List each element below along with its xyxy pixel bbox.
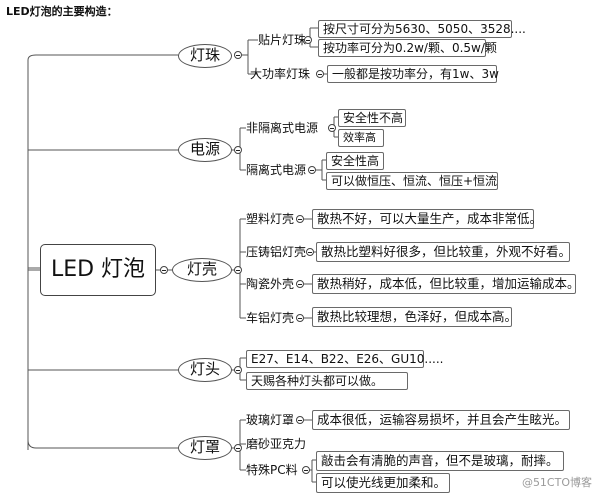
collapse-icon[interactable] [234, 366, 242, 374]
collapse-icon[interactable] [160, 266, 168, 274]
node-diecast[interactable]: 压铸铝灯壳 [246, 245, 307, 259]
branch-power[interactable]: 电源 [178, 138, 232, 162]
node-ceramic[interactable]: 陶瓷外壳 [246, 277, 295, 291]
collapse-icon[interactable] [306, 248, 314, 256]
cap-item-1: E27、E14、B22、E26、GU10..... [246, 350, 443, 368]
node-acrylic[interactable]: 磨砂亚克力 [246, 437, 307, 451]
nonisolated-item-2: 效率高 [338, 129, 384, 147]
collapse-icon[interactable] [234, 444, 242, 452]
diecast-item: 散热比塑料好很多，但比较重，外观不好看。 [316, 242, 571, 262]
collapse-icon[interactable] [234, 51, 242, 59]
branch-zhu[interactable]: 灯珠 [178, 44, 232, 68]
isolated-item-1: 安全性高 [326, 152, 384, 170]
high-power-item: 一般都是按功率分，有1w、3w [327, 65, 499, 83]
node-nonisolated[interactable]: 非隔离式电源 [246, 121, 319, 135]
watermark: @51CTO博客 [521, 476, 592, 489]
collapse-icon[interactable] [234, 146, 242, 154]
pc-item-1: 敲击会有清脆的声音，但不是玻璃，耐摔。 [316, 451, 564, 471]
branch-cap[interactable]: 灯头 [178, 358, 232, 382]
collapse-icon[interactable] [316, 70, 324, 78]
node-glass[interactable]: 玻璃灯罩 [246, 413, 295, 427]
collapse-icon[interactable] [304, 36, 312, 44]
node-isolated[interactable]: 隔离式电源 [246, 163, 307, 177]
node-high-power[interactable]: 大功率灯珠 [250, 67, 311, 81]
collapse-icon[interactable] [234, 266, 242, 274]
branch-cover[interactable]: 灯罩 [178, 436, 232, 460]
root-node[interactable]: LED 灯泡 [40, 244, 156, 296]
ceramic-item: 散热稍好，成本低，但比较重，增加运输成本。 [312, 274, 580, 294]
page-title: LED灯泡的主要构造： [6, 5, 118, 18]
collapse-icon[interactable] [296, 314, 304, 322]
node-cnc[interactable]: 车铝灯壳 [246, 311, 295, 325]
patch-item-1: 按尺寸可分为5630、5050、3528.... [318, 20, 526, 38]
collapse-icon[interactable] [328, 124, 336, 132]
collapse-icon[interactable] [296, 215, 304, 223]
node-plastic[interactable]: 塑料灯壳 [246, 212, 295, 226]
cap-item-2: 天赐各种灯头都可以做。 [246, 372, 408, 390]
glass-item: 成本很低，运输容易损坏，并且会产生眩光。 [312, 410, 570, 430]
branch-shell[interactable]: 灯壳 [172, 258, 232, 282]
patch-item-2: 按功率可分为0.2w/颗、0.5w/颗 [318, 39, 497, 57]
cnc-item: 散热比较理想，色泽好，但成本高。 [312, 307, 517, 327]
nonisolated-item-1: 安全性不高 [338, 109, 406, 127]
pc-item-2: 可以使光线更加柔和。 [316, 473, 450, 493]
collapse-icon[interactable] [296, 416, 304, 424]
isolated-item-2: 可以做恒压、恒流、恒压+恒流 [326, 172, 498, 190]
node-patch[interactable]: 贴片灯珠 [258, 33, 307, 47]
collapse-icon[interactable] [308, 166, 316, 174]
node-pc[interactable]: 特殊PC料 [246, 463, 298, 477]
plastic-item: 散热不好，可以大量生产，成本非常低。 [312, 209, 542, 229]
collapse-icon[interactable] [302, 466, 310, 474]
collapse-icon[interactable] [296, 280, 304, 288]
